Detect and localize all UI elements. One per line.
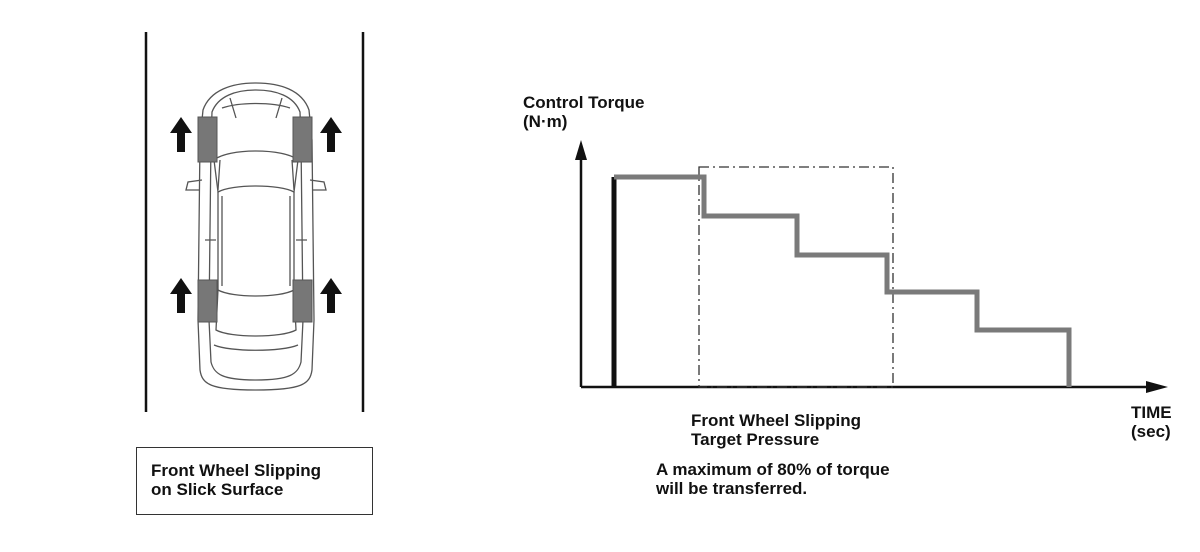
arrow-up-icon [320, 117, 342, 152]
tire-front-right [292, 116, 313, 163]
caption-box: Front Wheel Slipping on Slick Surface [136, 447, 373, 515]
torque-step-line [614, 174, 1072, 387]
box-label-line-2: Target Pressure [691, 430, 819, 449]
y-axis-label-line-1: Control Torque [523, 93, 645, 112]
target-pressure-box [698, 166, 894, 388]
tire-rear-left [197, 279, 218, 323]
tire-front-left [197, 116, 218, 163]
note-line-2: will be transferred. [655, 479, 807, 498]
x-axis-arrowhead [1146, 381, 1168, 393]
caption-line-2: on Slick Surface [151, 480, 284, 499]
caption-text: Front Wheel Slipping on Slick Surface [151, 461, 321, 499]
note-line-1: A maximum of 80% of torque [656, 460, 890, 479]
vehicle-diagram [144, 32, 365, 412]
tire-rear-right [292, 279, 313, 323]
box-label-line-1: Front Wheel Slipping [691, 411, 861, 430]
x-axis-label-line-2: (sec) [1131, 422, 1171, 441]
x-axis-label-line-1: TIME [1131, 403, 1172, 422]
y-axis-arrowhead [575, 140, 587, 160]
arrow-up-icon [170, 278, 192, 313]
car-outline [185, 82, 327, 391]
caption-line-1: Front Wheel Slipping [151, 461, 321, 480]
arrow-up-icon [320, 278, 342, 313]
y-axis-label-line-2: (N·m) [523, 112, 567, 131]
arrow-up-icon [170, 117, 192, 152]
